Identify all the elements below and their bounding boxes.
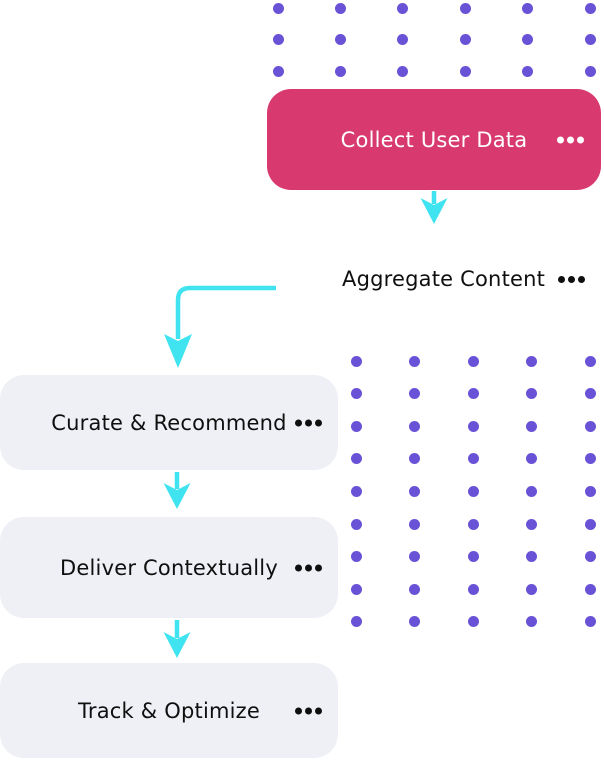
arrow-collect-to-aggregate-icon [420, 191, 448, 224]
decor-dot [526, 420, 537, 432]
decor-dot [350, 616, 362, 628]
decor-dot [350, 583, 362, 595]
decor-dot [459, 2, 471, 14]
decor-dot [409, 388, 420, 400]
decor-dot [467, 453, 479, 465]
decor-dot [584, 485, 596, 497]
node-label: Aggregate Content [342, 267, 546, 291]
decor-dot [526, 616, 537, 628]
decor-dot [467, 518, 479, 530]
decor-dot [584, 616, 596, 628]
decor-dot [467, 388, 479, 400]
decor-dot [459, 65, 471, 77]
node-label: Track & Optimize [77, 698, 261, 723]
decor-dot [467, 485, 479, 497]
decor-dot [584, 551, 596, 563]
decor-dot [409, 420, 420, 432]
decor-dot [467, 616, 479, 628]
decor-dot [584, 65, 596, 77]
decor-dot [522, 2, 534, 14]
decor-dot [409, 583, 420, 595]
decor-dot [350, 355, 362, 367]
more-options-icon[interactable] [558, 275, 585, 283]
more-options-icon[interactable] [295, 707, 322, 714]
arrow-aggregate-to-curate-icon [164, 285, 276, 368]
decor-dot [584, 453, 596, 465]
decor-dot [467, 551, 479, 563]
decor-dot [584, 388, 596, 400]
arrow-deliver-to-track-icon [163, 620, 191, 658]
decor-dot [526, 388, 537, 400]
decor-dot [272, 2, 284, 14]
decor-dot [350, 518, 362, 530]
decor-dot [272, 65, 284, 77]
decor-dot [467, 420, 479, 432]
node-label: Curate & Recommend [51, 410, 287, 435]
decor-dot [526, 485, 537, 497]
decor-dot [409, 355, 420, 367]
decor-dot [350, 485, 362, 497]
decor-dot [584, 34, 596, 45]
decor-dot [584, 355, 596, 367]
decor-dot [350, 551, 362, 563]
decor-dot [397, 34, 409, 45]
node-curate-recommend[interactable]: Curate & Recommend [0, 375, 338, 470]
decor-dot [526, 518, 537, 530]
decor-dot [584, 420, 596, 432]
decor-dot [334, 2, 346, 14]
decor-dot [526, 453, 537, 465]
decor-dot [522, 34, 534, 45]
decor-dot [334, 34, 346, 45]
more-options-icon[interactable] [295, 419, 322, 426]
decor-dot [350, 420, 362, 432]
decor-dot [409, 453, 420, 465]
node-label: Collect User Data [340, 127, 528, 152]
decor-dot [409, 616, 420, 628]
more-options-icon[interactable] [295, 564, 322, 571]
more-options-icon[interactable] [557, 136, 584, 143]
decor-dot [584, 583, 596, 595]
decor-dot [397, 2, 409, 14]
decor-dot [467, 583, 479, 595]
decor-dot [409, 485, 420, 497]
arrow-curate-to-deliver-icon [163, 472, 191, 509]
decor-dot [334, 65, 346, 77]
decor-dot [397, 65, 409, 77]
decor-dot [467, 355, 479, 367]
decor-dot [526, 583, 537, 595]
decor-dot [522, 65, 534, 77]
decor-dot [272, 34, 284, 45]
decor-dot [350, 388, 362, 400]
decor-dot [409, 518, 420, 530]
node-track-optimize[interactable]: Track & Optimize [0, 663, 338, 758]
decor-dot [584, 518, 596, 530]
decor-dot [526, 355, 537, 367]
node-collect-user-data[interactable]: Collect User Data [267, 89, 601, 190]
decor-dot [409, 551, 420, 563]
node-label: Deliver Contextually [60, 555, 278, 580]
decor-dot [350, 453, 362, 465]
node-aggregate-content[interactable]: Aggregate Content [342, 262, 585, 296]
decor-dot [526, 551, 537, 563]
node-deliver-contextually[interactable]: Deliver Contextually [0, 517, 338, 618]
decor-dot [459, 34, 471, 45]
decor-dot [584, 2, 596, 14]
